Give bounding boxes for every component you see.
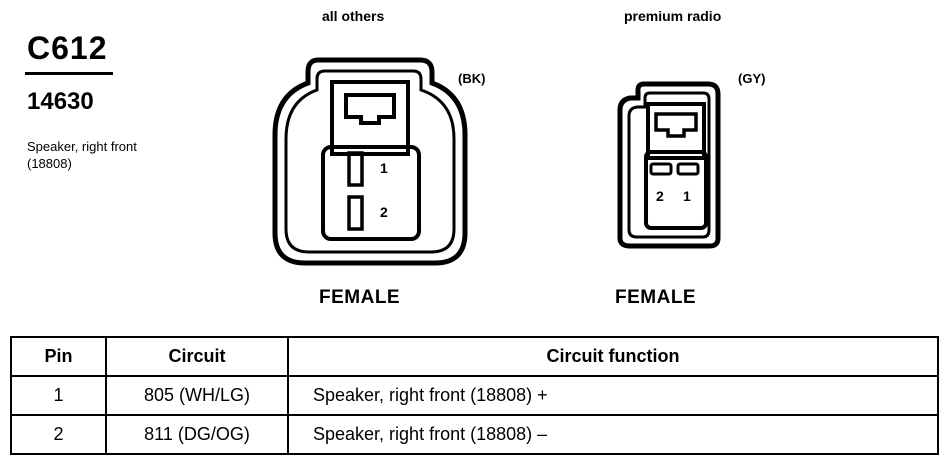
locking-tab-frame bbox=[330, 80, 410, 156]
inner-housing bbox=[284, 69, 456, 254]
connector-face-left: 1 2 bbox=[272, 57, 468, 266]
locking-tab-frame bbox=[646, 102, 706, 160]
header-pin: Pin bbox=[10, 336, 107, 377]
pin-label-1: 1 bbox=[683, 188, 691, 204]
inner-housing bbox=[627, 91, 711, 239]
pin-cavity-block bbox=[321, 145, 421, 241]
connector-face-right: 2 1 bbox=[617, 81, 721, 249]
color-code-left: (BK) bbox=[458, 71, 486, 86]
cell-circuit: 805 (WH/LG) bbox=[105, 375, 289, 416]
table-header-row: Pin Circuit Circuit function bbox=[10, 336, 939, 377]
outer-housing bbox=[617, 81, 721, 249]
cell-pin: 1 bbox=[10, 375, 107, 416]
cell-function: Speaker, right front (18808) – bbox=[287, 414, 939, 455]
variant-heading-left: all others bbox=[322, 8, 385, 24]
pin-2-slot bbox=[649, 162, 673, 176]
cell-pin: 2 bbox=[10, 414, 107, 455]
description-line-1: Speaker, right front bbox=[27, 139, 137, 154]
pinout-table: Pin Circuit Circuit function 1 805 (WH/L… bbox=[10, 336, 939, 455]
cell-circuit: 811 (DG/OG) bbox=[105, 414, 289, 455]
connector-description: Speaker, right front (18808) bbox=[27, 138, 137, 172]
gender-label-right: FEMALE bbox=[615, 287, 697, 308]
outer-housing bbox=[272, 57, 468, 266]
description-line-2: (18808) bbox=[27, 156, 72, 171]
cell-function: Speaker, right front (18808) + bbox=[287, 375, 939, 416]
table-row: 2 811 (DG/OG) Speaker, right front (1880… bbox=[10, 414, 939, 455]
pin-2-slot bbox=[347, 195, 364, 231]
pin-1-slot bbox=[347, 151, 364, 187]
pin-label-2: 2 bbox=[380, 204, 388, 220]
locking-tab bbox=[344, 93, 396, 125]
part-number: 14630 bbox=[27, 88, 94, 115]
code-underline bbox=[25, 72, 113, 75]
color-code-right: (GY) bbox=[738, 71, 766, 86]
pin-label-1: 1 bbox=[380, 160, 388, 176]
header-circuit-function: Circuit function bbox=[287, 336, 939, 377]
connector-code: C612 bbox=[27, 30, 108, 66]
pin-1-slot bbox=[676, 162, 700, 176]
gender-label-left: FEMALE bbox=[319, 287, 401, 308]
variant-heading-right: premium radio bbox=[624, 8, 722, 24]
pin-label-2: 2 bbox=[656, 188, 664, 204]
pin-cavity-block bbox=[644, 150, 708, 230]
header-circuit: Circuit bbox=[105, 336, 289, 377]
locking-tab bbox=[654, 112, 698, 138]
table-row: 1 805 (WH/LG) Speaker, right front (1880… bbox=[10, 375, 939, 416]
